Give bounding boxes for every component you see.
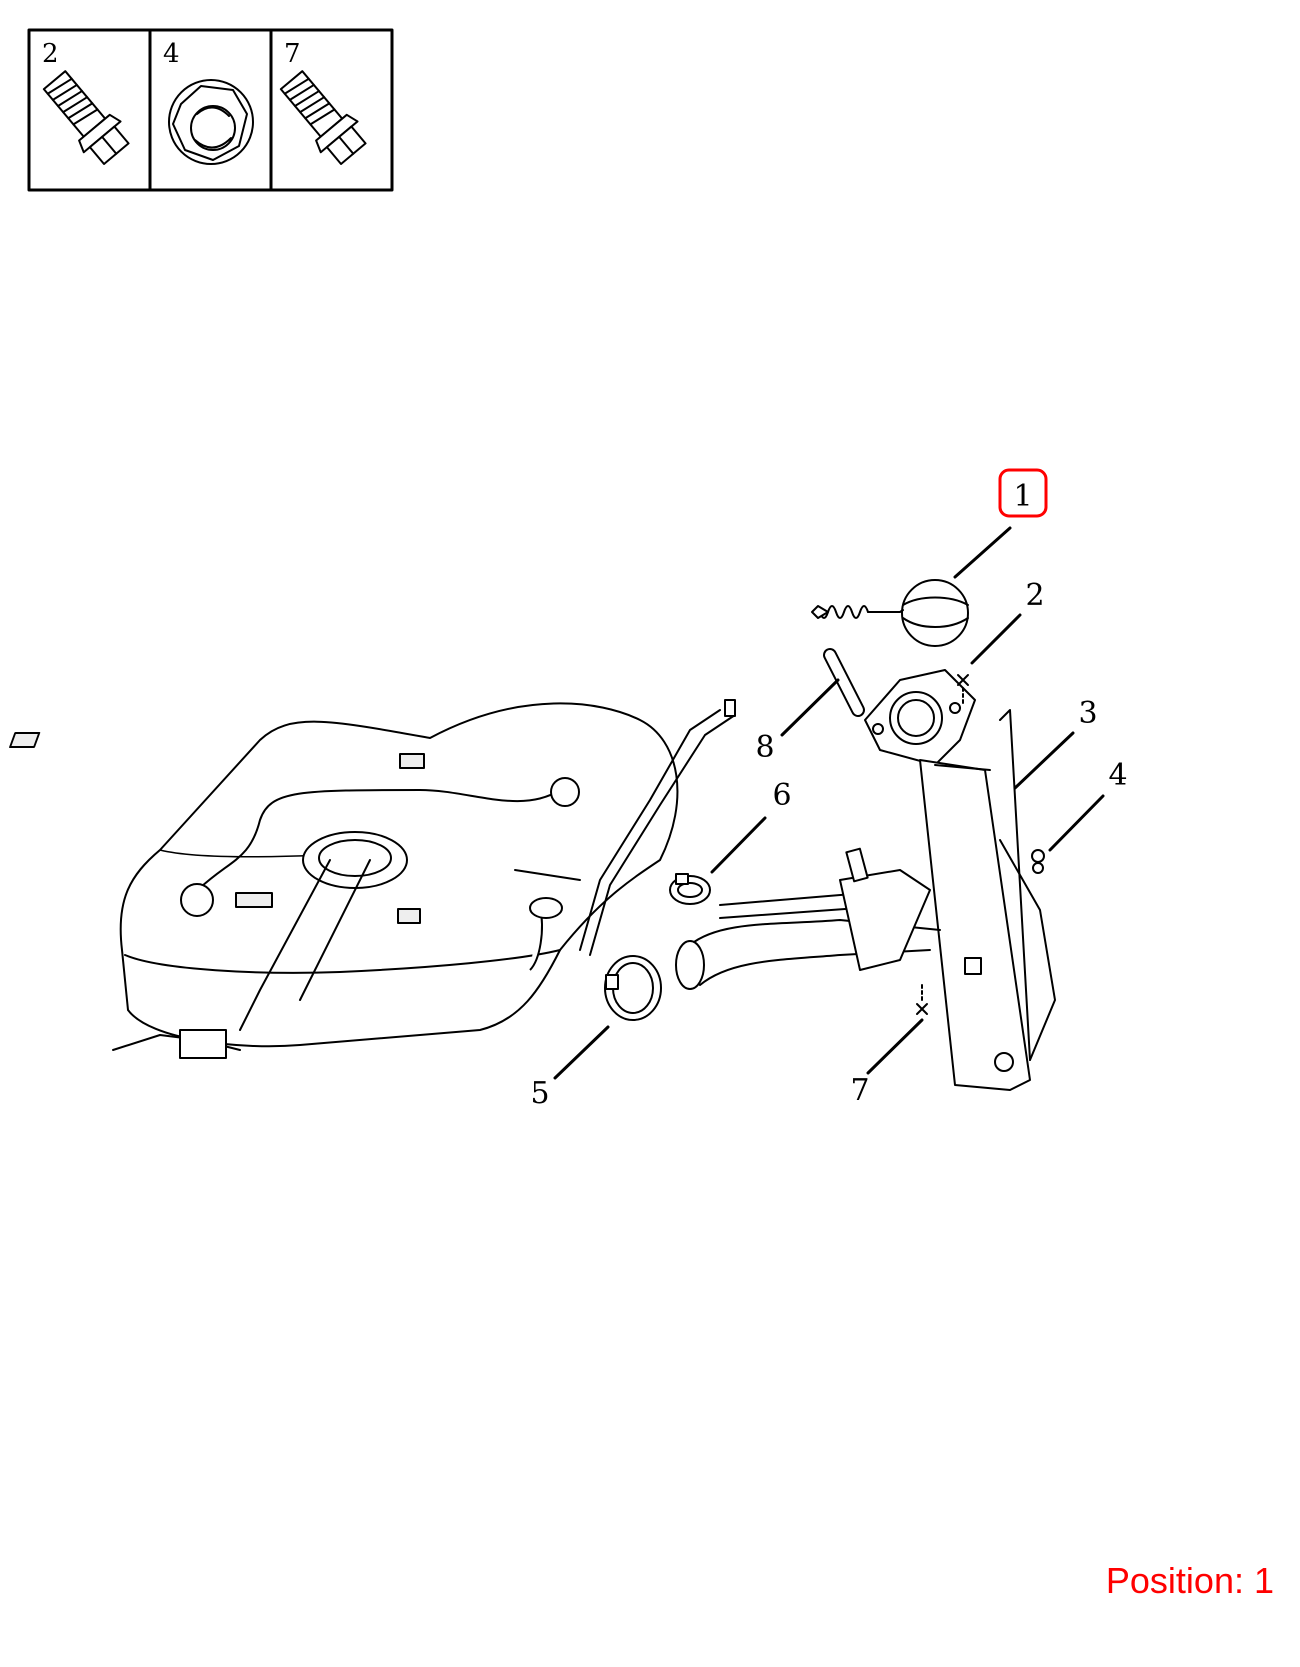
- leader-lines: [553, 526, 1105, 1080]
- callout-4[interactable]: 4: [1108, 758, 1127, 793]
- flange-bolt-icon: [42, 70, 130, 165]
- callout-8[interactable]: 8: [755, 730, 774, 765]
- fuel-cap-illustration: [811, 579, 969, 647]
- hardware-key-label-2: 2: [42, 39, 59, 69]
- nut-marker-4: [1032, 862, 1044, 874]
- bolt-marker-2: [957, 674, 969, 706]
- hardware-key-label-4: 4: [163, 39, 180, 69]
- callout-highlight-box: [998, 468, 1048, 518]
- hardware-key-label-7: 7: [284, 39, 301, 69]
- callout-label: 1: [1013, 479, 1032, 514]
- clamp-6-illustration: [669, 873, 711, 905]
- gasket-illustration: [823, 648, 865, 717]
- clamp-5-illustration: [604, 955, 662, 1021]
- flange-bolt-icon: [279, 70, 367, 165]
- callout-3[interactable]: 3: [1078, 696, 1097, 731]
- callout-7[interactable]: 7: [850, 1073, 869, 1108]
- callout-5[interactable]: 5: [530, 1076, 549, 1111]
- hardware-key-table: 2 4 7: [27, 28, 394, 192]
- filler-neck-illustration: [675, 669, 1056, 1091]
- position-indicator: Position: 1: [1105, 1560, 1274, 1601]
- callout-1[interactable]: 1: [998, 468, 1048, 518]
- callout-6[interactable]: 6: [772, 778, 791, 813]
- fuel-tank-illustration: [9, 699, 736, 1059]
- bolt-marker-7: [916, 984, 928, 1015]
- flange-nut-icon: [168, 79, 254, 165]
- callout-2[interactable]: 2: [1025, 578, 1044, 613]
